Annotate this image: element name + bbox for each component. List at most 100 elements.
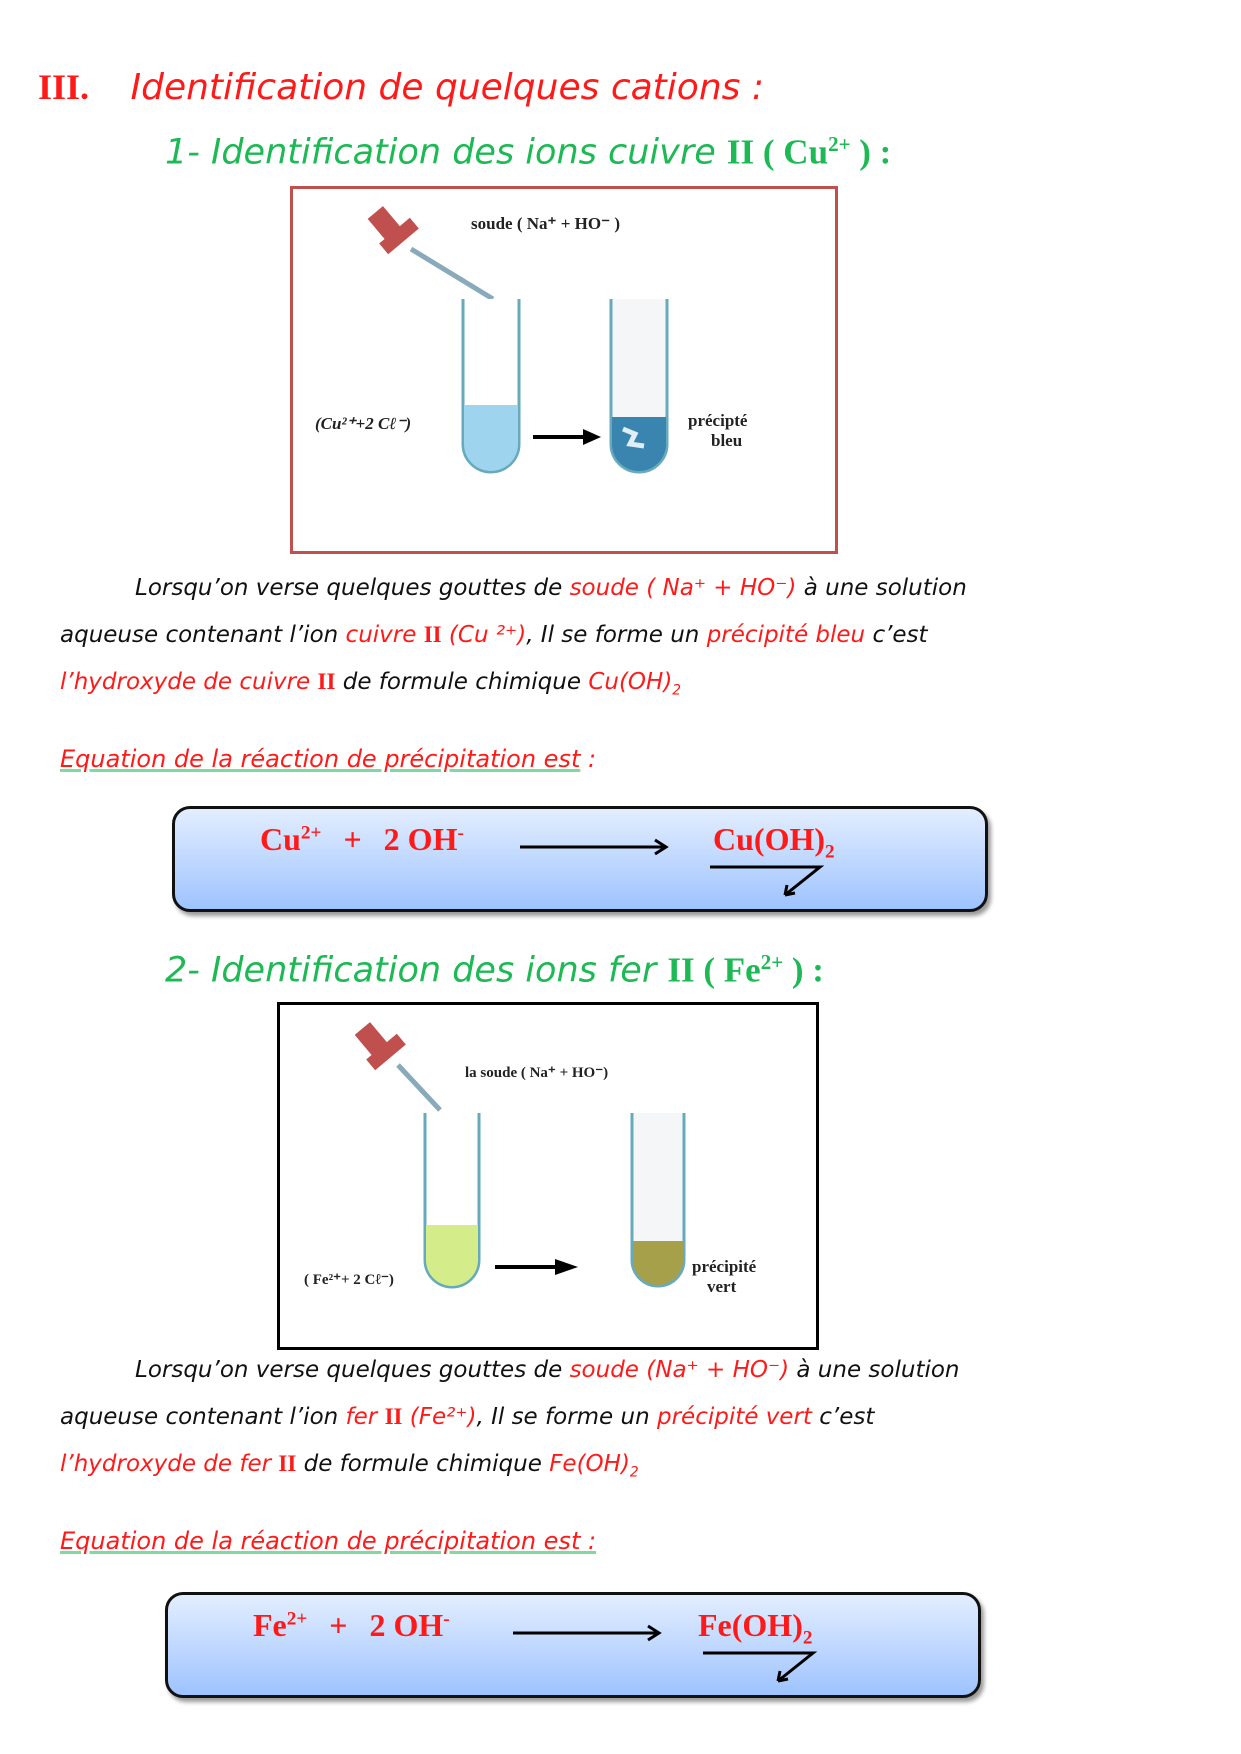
section-heading: III. Identification de quelques cations … (38, 66, 764, 108)
text: aqueuse contenant l’ion (60, 622, 346, 648)
part1-heading: 1- Identification des ions cuivre II ( C… (165, 132, 891, 173)
plus: + (329, 1607, 348, 1643)
part1-heading-charge: 2+ (828, 132, 851, 156)
part2-equation-heading: Equation de la réaction de précipitation… (60, 1527, 596, 1555)
text: Lorsqu’on verse quelques gouttes de (135, 575, 570, 601)
highlight: l’hydroxyde de cuivre (60, 669, 318, 695)
reactants: Fe2+ +2 OH- (253, 1607, 450, 1644)
part2-para-line3: l’hydroxyde de fer II de formule chimiqu… (60, 1451, 639, 1481)
charge: - (443, 1608, 450, 1630)
highlight: précipité bleu (706, 622, 866, 648)
reaction-arrow-icon (513, 1624, 662, 1642)
result-label-2: vert (707, 1277, 737, 1296)
test-tube-green-solution (423, 1113, 481, 1289)
reactant2: 2 OH (369, 1607, 444, 1643)
text: de formule chimique (335, 669, 589, 695)
part2-heading-text: 2- Identification des ions fer (165, 950, 668, 991)
dropper-icon (367, 206, 495, 302)
highlight: II (278, 1451, 297, 1476)
part1-equation-heading: Equation de la réaction de précipitation… (60, 745, 596, 773)
precipitate-arrow-icon (703, 1651, 818, 1683)
part1-heading-roman: II (726, 132, 755, 172)
dropper-icon (354, 1022, 442, 1112)
iron-experiment-illustration (354, 1022, 686, 1289)
formula: Fe(OH) (549, 1451, 630, 1477)
test-tube-green-precipitate (630, 1113, 686, 1288)
product: Cu(OH)2 (713, 821, 835, 863)
test-tube-blue-precipitate (609, 299, 669, 474)
text: c’est (811, 1404, 875, 1430)
text: de formule chimique (296, 1451, 550, 1477)
highlight: II (317, 669, 336, 694)
reagent-label: la soude ( Na⁺ + HO⁻) (465, 1065, 609, 1081)
part2-equation-box: Fe2+ +2 OH- Fe(OH)2 (165, 1592, 981, 1698)
result-label-2: bleu (711, 431, 743, 450)
highlight: soude ( Na⁺ + HO⁻) (569, 575, 797, 601)
formula: Cu(OH) (588, 669, 673, 695)
part1-para-line1: Lorsqu’on verse quelques gouttes de soud… (135, 575, 967, 601)
part1-equation-box: Cu2+ +2 OH- Cu(OH)2 (172, 806, 988, 912)
result-label-1: précipté (688, 411, 748, 430)
part1-heading-ion: ( Cu (754, 132, 829, 172)
part1-para-line2: aqueuse contenant l’ion cuivre II (Cu ²⁺… (60, 622, 928, 648)
highlight: (Cu ²⁺) (441, 622, 527, 648)
heading-colon: : (580, 745, 597, 773)
copper-experiment-illustration (367, 206, 669, 474)
part2-para-line1: Lorsqu’on verse quelques gouttes de soud… (135, 1357, 960, 1383)
highlight: II (423, 622, 442, 647)
highlight: l’hydroxyde de fer (60, 1451, 279, 1477)
copper-experiment-figure: soude ( Na⁺ + HO⁻ ) (Cu²⁺+2 Cℓ⁻) précipt… (290, 186, 838, 554)
reagent-label: soude ( Na⁺ + HO⁻ ) (471, 214, 620, 233)
part2-para-line2: aqueuse contenant l’ion fer II (Fe²⁺), I… (60, 1404, 874, 1430)
part2-heading-roman: II (667, 950, 695, 990)
part1-heading-text: 1- Identification des ions cuivre (165, 132, 727, 173)
charge: 2+ (286, 1608, 308, 1630)
reactant1: Fe (253, 1607, 287, 1643)
test-tube-blue-solution (461, 299, 521, 474)
text: à une solution (789, 1357, 960, 1383)
precipitate-arrow-icon (710, 865, 825, 897)
highlight: II (384, 1404, 403, 1429)
reactant2: 2 OH (383, 821, 458, 857)
reaction-arrow (533, 429, 601, 445)
formula-sub: 2 (629, 1464, 639, 1481)
highlight: précipité vert (656, 1404, 812, 1430)
text: Lorsqu’on verse quelques gouttes de (135, 1357, 570, 1383)
text: à une solution (796, 575, 967, 601)
highlight: cuivre (345, 622, 424, 648)
product: Fe(OH)2 (698, 1607, 812, 1649)
reactants: Cu2+ +2 OH- (260, 821, 464, 858)
part2-heading-ion: ( Fe (694, 950, 761, 990)
product-sub: 2 (825, 841, 835, 863)
text: c’est (865, 622, 928, 648)
part2-heading-end: ) : (783, 950, 824, 990)
charge: - (457, 822, 464, 844)
highlight: (Fe²⁺) (402, 1404, 477, 1430)
reaction-arrow (495, 1259, 578, 1275)
product-sub: 2 (802, 1627, 813, 1649)
text: , Il se forme un (526, 622, 707, 648)
iron-experiment-figure: la soude ( Na⁺ + HO⁻) ( Fe²⁺+ 2 Cℓ⁻) pré… (277, 1002, 819, 1350)
text: , Il se forme un (476, 1404, 657, 1430)
solution-label: (Cu²⁺+2 Cℓ⁻) (315, 414, 412, 433)
formula-sub: 2 (672, 682, 682, 699)
highlight: soude (Na⁺ + HO⁻) (569, 1357, 790, 1383)
solution-label: ( Fe²⁺+ 2 Cℓ⁻) (304, 1272, 394, 1288)
reaction-arrow-icon (520, 838, 669, 856)
part1-para-line3: l’hydroxyde de cuivre II de formule chim… (60, 669, 681, 699)
result-label-1: précipité (692, 1257, 757, 1276)
plus: + (343, 821, 362, 857)
part2-heading: 2- Identification des ions fer II ( Fe2+… (165, 950, 824, 991)
highlight: fer (345, 1404, 385, 1430)
reactant1: Cu (260, 821, 301, 857)
part2-heading-charge: 2+ (760, 950, 784, 974)
charge: 2+ (300, 822, 322, 844)
text: aqueuse contenant l’ion (60, 1404, 346, 1430)
heading-text: Equation de la réaction de précipitation… (60, 1527, 597, 1555)
section-number: III. (38, 67, 90, 107)
product-formula: Cu(OH) (713, 821, 825, 857)
heading-text: Equation de la réaction de précipitation… (60, 745, 581, 773)
product-formula: Fe(OH) (698, 1607, 803, 1643)
part1-heading-end: ) : (850, 132, 892, 172)
